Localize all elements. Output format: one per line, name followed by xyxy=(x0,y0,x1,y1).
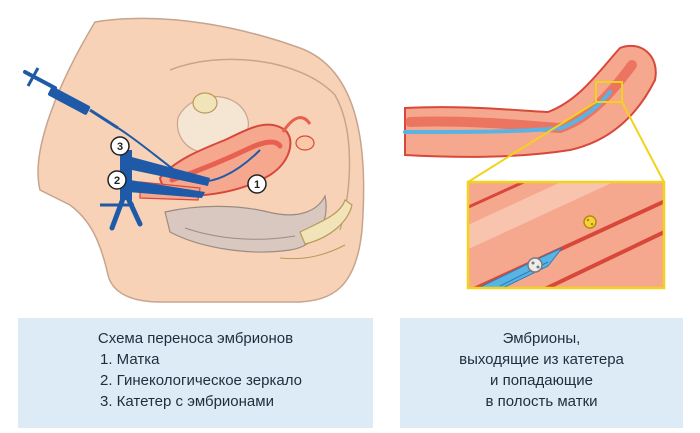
zoom-inset xyxy=(466,180,666,290)
caption-item-speculum: 2. Гинекологическое зеркало xyxy=(100,372,302,389)
bowel-fold xyxy=(184,227,296,240)
caption-line: и попадающие xyxy=(490,372,593,389)
svg-text:3: 3 xyxy=(117,141,123,153)
uterus-lining xyxy=(169,139,283,183)
marker-3: 3 xyxy=(110,136,130,156)
syringe xyxy=(23,67,119,130)
caption-title: Схема переноса эмбрионов xyxy=(97,330,294,347)
caption-item-catheter: 3. Катетер с эмбрионами xyxy=(100,393,274,410)
svg-text:1: 1 xyxy=(254,179,260,191)
zoom-line-right xyxy=(621,101,665,183)
abdominal-contour xyxy=(169,58,351,231)
caption-line: в полость матки xyxy=(485,393,598,410)
embryo-in-catheter xyxy=(527,257,543,273)
marker-2: 2 xyxy=(107,170,127,190)
caption-line: выходящие из катетера xyxy=(459,351,624,368)
caption-line: Эмбрионы, xyxy=(502,330,581,347)
pubic-bone xyxy=(192,92,218,114)
svg-text:2: 2 xyxy=(114,175,120,187)
uterus-tube-shape xyxy=(404,44,657,158)
uterus-detail xyxy=(403,44,657,158)
caption-item-uterus: 1. Матка xyxy=(100,351,160,368)
transfer-scheme-caption: Схема переноса эмбрионов 1. Матка 2. Гин… xyxy=(18,318,373,428)
released-embryo xyxy=(583,215,597,229)
catheter-detail xyxy=(403,90,612,134)
spine-segments xyxy=(279,244,346,260)
instruments xyxy=(23,67,261,231)
speculum xyxy=(100,150,210,231)
pelvis-cross-section xyxy=(37,17,365,303)
rectum xyxy=(164,194,327,253)
zoom-region xyxy=(595,81,623,103)
ovary xyxy=(295,135,315,151)
marker-1: 1 xyxy=(247,174,267,194)
zoom-line-left xyxy=(467,101,597,183)
fallopian-tube xyxy=(281,116,312,133)
sacrum xyxy=(299,199,353,245)
embryo-release-caption: Эмбрионы, выходящие из катетера и попада… xyxy=(400,318,683,428)
